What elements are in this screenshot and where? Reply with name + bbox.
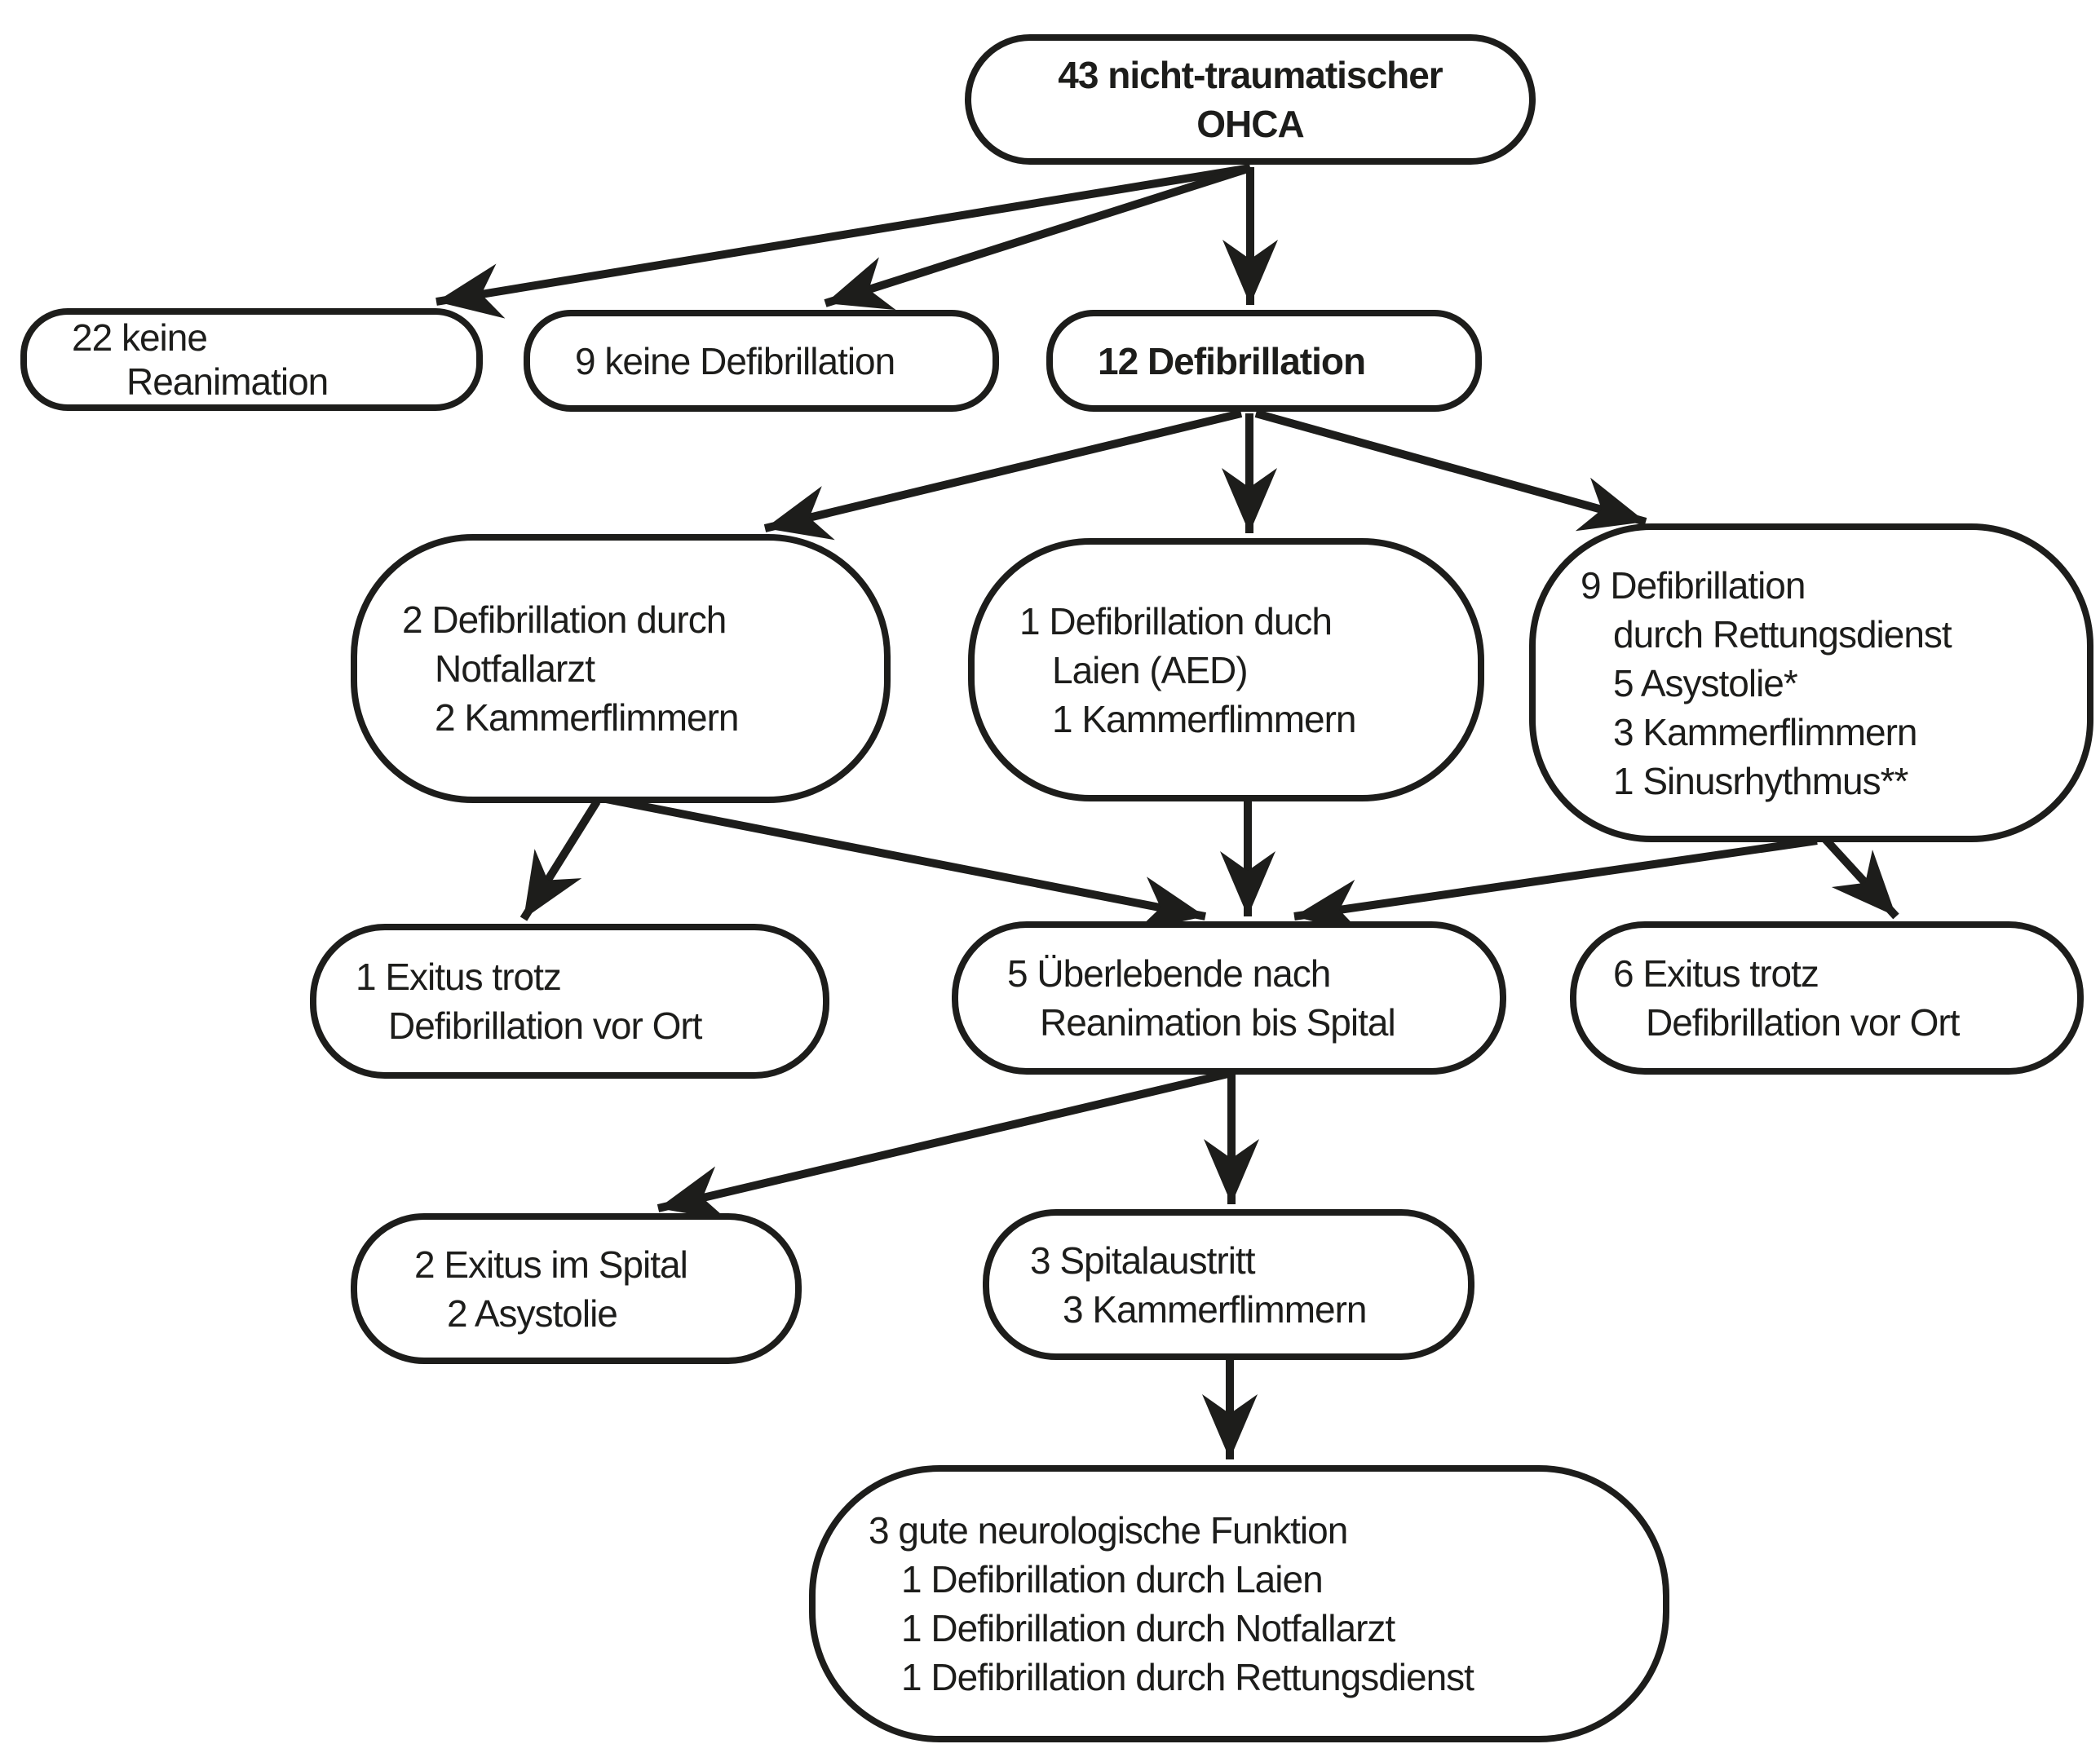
node-line: 12 Defibrillation	[1098, 339, 1366, 382]
node-line: 2 Asystolie	[447, 1291, 618, 1335]
node-exitus-vor-ort-links: 1 Exitus trotz Defibrillation vor Ort	[310, 924, 829, 1079]
node-defi-rettungsdienst: 9 Defibrillation durch Rettungsdienst 5 …	[1529, 523, 2093, 842]
node-line: OHCA	[1196, 103, 1304, 145]
node-line: 6 Exitus trotz	[1613, 952, 1819, 995]
node-line: 1 Defibrillation durch Rettungsdienst	[901, 1656, 1474, 1698]
node-defi-notfallarzt: 2 Defibrillation durch Notfallarzt 2 Kam…	[351, 534, 891, 803]
node-line: Defibrillation vor Ort	[388, 1004, 702, 1047]
node-line: 2 Kammerflimmern	[435, 696, 740, 739]
node-line: 9 keine Defibrillation	[575, 339, 895, 382]
node-ohca: 43 nicht-traumatischer OHCA	[965, 34, 1536, 165]
node-defi-laien: 1 Defibrillation duch Laien (AED) 1 Kamm…	[968, 538, 1484, 801]
node-line: 2 Defibrillation durch	[402, 598, 727, 641]
arrow-defibrillation-to-notfallarzt	[763, 409, 1243, 541]
node-line: 1 Exitus trotz	[356, 956, 562, 998]
node-keine-reanimation: 22 keine Reanimation	[20, 308, 483, 411]
node-line: Reanimation bis Spital	[1040, 1001, 1396, 1044]
node-line: Defibrillation vor Ort	[1646, 1001, 1960, 1044]
arrow-defibrillation-to-rettungsdienst	[1254, 409, 1647, 532]
node-line: 3 gute neurologische Funktion	[869, 1509, 1348, 1552]
node-line: Notfallarzt	[435, 647, 595, 690]
node-line: 43 nicht-traumatischer	[1058, 54, 1443, 96]
node-line: 5 Asystolie*	[1613, 661, 1798, 704]
node-line: 1 Defibrillation durch Notfallarzt	[901, 1607, 1395, 1649]
arrow-rettungsdienst-to-ueberlebende	[1293, 837, 1818, 935]
node-keine-defibrillation: 9 keine Defibrillation	[524, 310, 999, 412]
node-line: 2 Exitus im Spital	[414, 1243, 688, 1286]
node-neurologische-funktion: 3 gute neurologische Funktion 1 Defibril…	[809, 1465, 1669, 1742]
arrow-ohca-to-keine-reanimation	[435, 164, 1251, 319]
node-line: durch Rettungsdienst	[1613, 612, 1952, 656]
node-line: 3 Kammerflimmern	[1613, 710, 1918, 753]
node-defibrillation: 12 Defibrillation	[1046, 310, 1482, 412]
node-spitalaustritt: 3 Spitalaustritt 3 Kammerflimmern	[983, 1209, 1474, 1360]
arrow-ueberlebende-to-exitus-im-spital	[657, 1069, 1233, 1221]
node-line: 1 Defibrillation duch	[1019, 599, 1333, 642]
node-line: 5 Überlebende nach	[1007, 952, 1331, 995]
node-exitus-vor-ort-rechts: 6 Exitus trotz Defibrillation vor Ort	[1570, 921, 2084, 1075]
node-line: 1 Sinusrhythmus**	[1613, 759, 1908, 802]
node-line: 1 Kammerflimmern	[1052, 697, 1357, 740]
arrow-rettungsdienst-to-exitus-rechts	[1821, 835, 1899, 920]
node-line: 22 keine	[72, 316, 208, 359]
node-ueberlebende: 5 Überlebende nach Reanimation bis Spita…	[952, 921, 1506, 1075]
node-line: 1 Defibrillation durch Laien	[901, 1558, 1324, 1601]
node-line: 9 Defibrillation	[1581, 563, 1806, 607]
node-line: 3 Spitalaustritt	[1030, 1238, 1255, 1282]
arrow-ohca-to-keine-defibrillation	[824, 164, 1252, 311]
node-line: Reanimation	[126, 360, 329, 403]
node-line: 3 Kammerflimmern	[1063, 1287, 1368, 1331]
arrow-notfallarzt-to-exitus-links	[519, 799, 601, 921]
node-exitus-im-spital: 2 Exitus im Spital 2 Asystolie	[351, 1213, 802, 1364]
arrow-notfallarzt-to-ueberlebende	[601, 794, 1206, 931]
node-line: Laien (AED)	[1052, 648, 1249, 691]
